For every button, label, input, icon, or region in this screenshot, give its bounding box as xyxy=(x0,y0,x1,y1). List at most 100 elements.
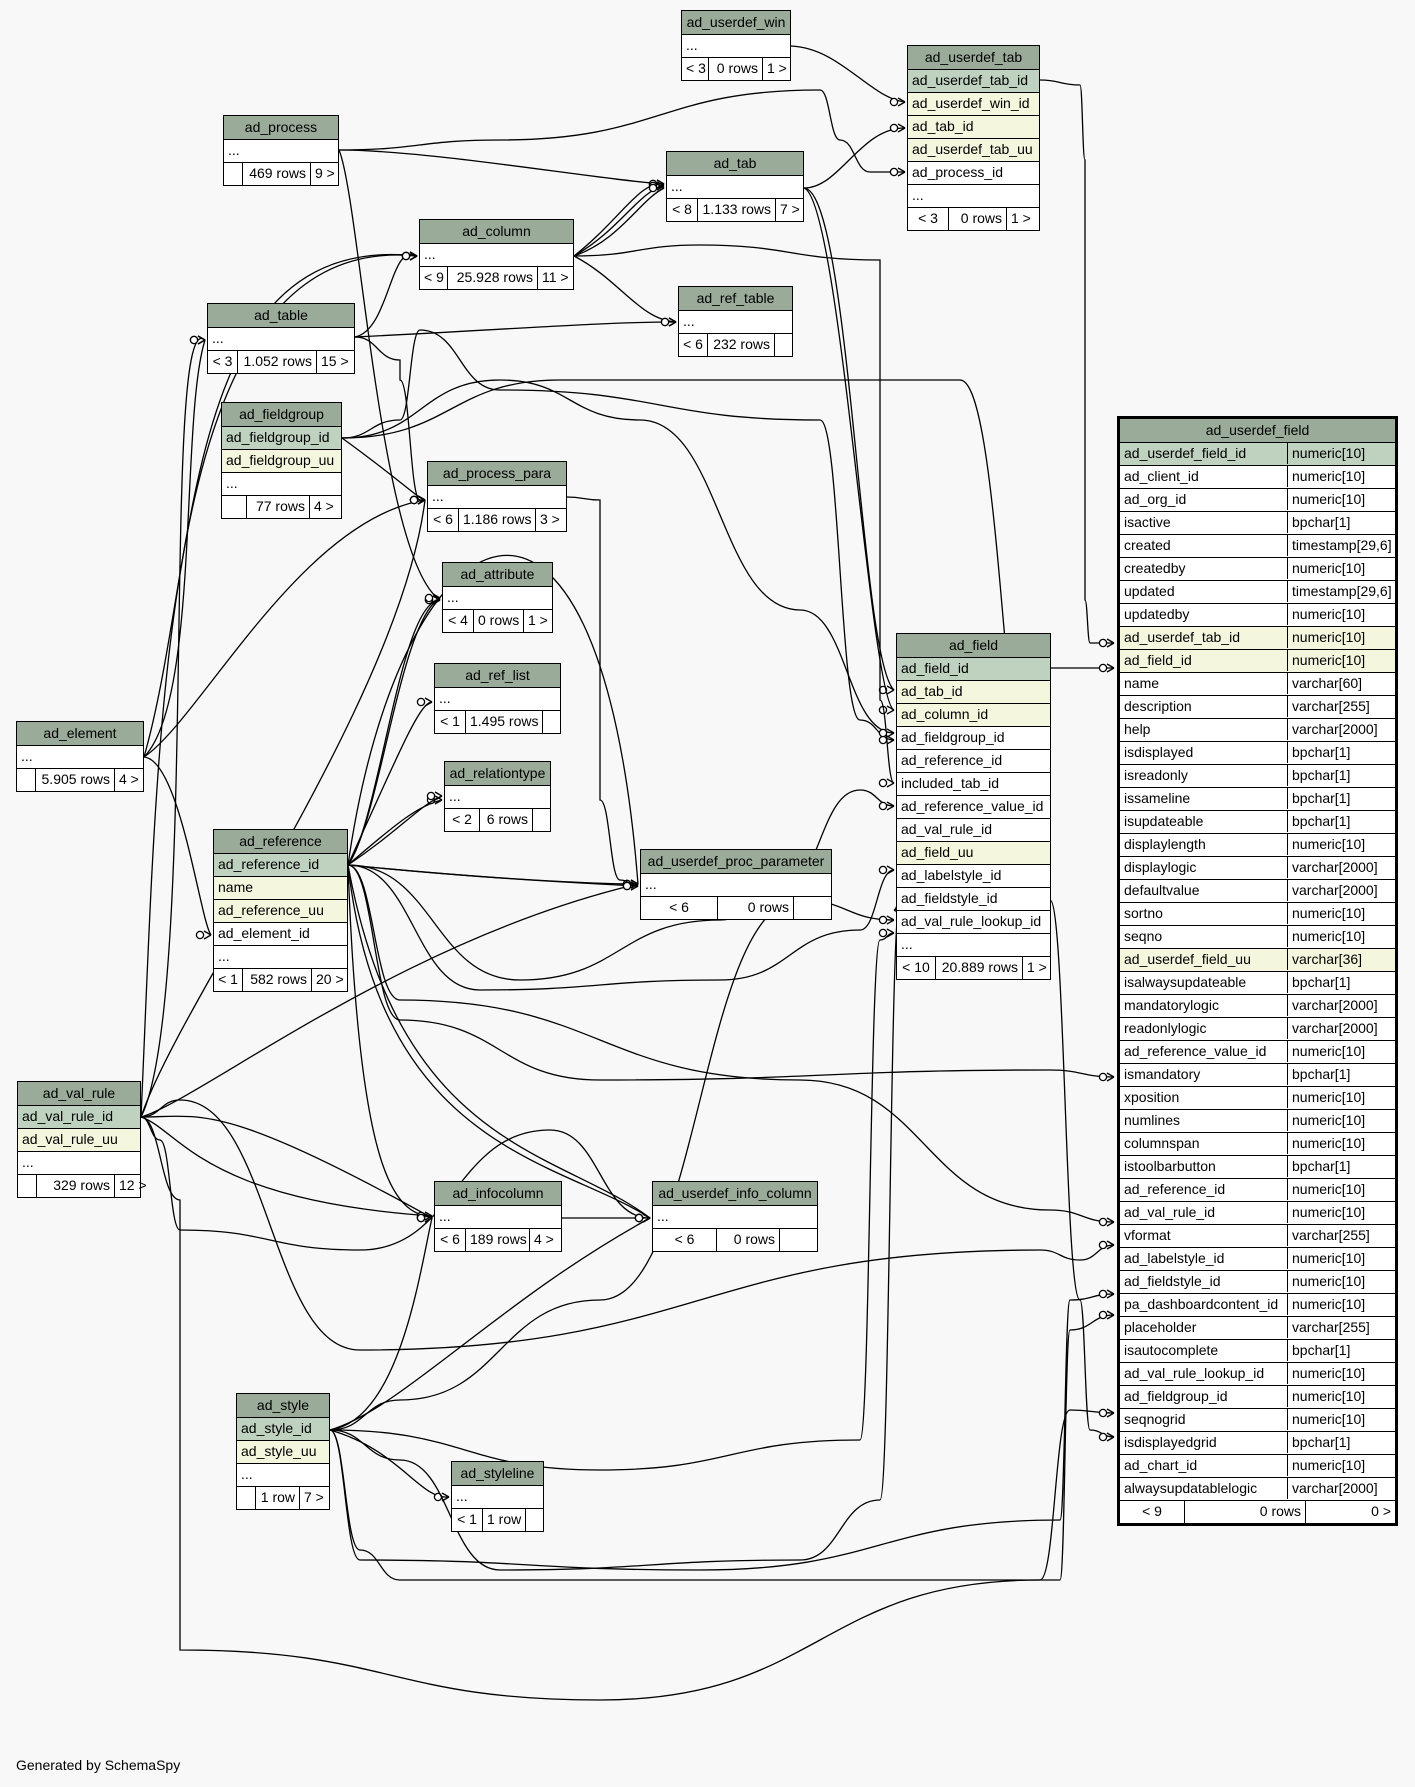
column-row[interactable]: ... xyxy=(435,1205,561,1228)
column-row[interactable]: ad_process_id xyxy=(908,161,1039,184)
children-count[interactable]: 9 > xyxy=(310,163,340,185)
column-row[interactable]: ad_style_uu xyxy=(237,1440,329,1463)
parents-count[interactable]: < 1 xyxy=(218,971,238,987)
column-row[interactable]: ... xyxy=(443,586,552,609)
column-row[interactable]: ad_fieldgroup_uu xyxy=(222,449,341,472)
children-count[interactable]: 1 > xyxy=(523,610,554,632)
column-row[interactable]: ad_val_rule_id xyxy=(897,818,1050,841)
column-row[interactable]: ... xyxy=(445,785,550,808)
column-row[interactable]: ad_field_uu xyxy=(897,841,1050,864)
children-count[interactable]: 3 > xyxy=(535,509,568,531)
column-row[interactable]: ... xyxy=(653,1205,817,1228)
parents-count[interactable]: < 1 xyxy=(440,713,460,729)
column-row[interactable]: ad_reference_uu xyxy=(214,899,347,922)
children-count[interactable]: 1 > xyxy=(762,58,792,80)
column-row[interactable]: ... xyxy=(452,1485,543,1508)
column-row[interactable]: ad_val_rule_id xyxy=(18,1105,140,1128)
column-row[interactable]: included_tab_id xyxy=(897,772,1050,795)
column-row[interactable]: ad_tab_id xyxy=(908,115,1039,138)
column-row[interactable]: ad_userdef_tab_id xyxy=(908,69,1039,92)
parents-count[interactable]: < 6 xyxy=(433,511,453,527)
children-count[interactable]: 4 > xyxy=(114,769,145,791)
column-row[interactable]: ad_element_id xyxy=(214,922,347,945)
column-row[interactable]: ad_reference_id xyxy=(897,749,1050,772)
parents-count[interactable]: < 6 xyxy=(669,899,689,915)
column-row[interactable]: ad_fieldgroup_id xyxy=(222,426,341,449)
children-count[interactable]: 11 > xyxy=(537,267,575,289)
parents-count[interactable]: < 6 xyxy=(440,1231,460,1247)
children-count[interactable] xyxy=(774,334,794,356)
children-count[interactable]: 20 > xyxy=(311,969,349,991)
column-row[interactable]: ... xyxy=(208,327,354,350)
children-count[interactable]: 1 > xyxy=(1022,957,1052,979)
column-row[interactable]: ... xyxy=(214,945,347,968)
column-row[interactable]: ad_userdef_tab_uu xyxy=(908,138,1039,161)
column-row[interactable]: ad_style_id xyxy=(237,1417,329,1440)
children-count[interactable]: 12 > xyxy=(114,1175,147,1197)
column-row[interactable]: ... xyxy=(641,873,831,896)
column-row[interactable]: name xyxy=(214,876,347,899)
parents-count[interactable]: < 3 xyxy=(212,353,233,369)
parents-count[interactable]: < 2 xyxy=(452,811,472,827)
parents-count[interactable] xyxy=(18,1175,36,1197)
column-row[interactable]: ad_fieldstyle_id xyxy=(897,887,1050,910)
parents-count[interactable] xyxy=(237,1487,255,1509)
column-row[interactable]: ad_reference_value_id xyxy=(897,795,1050,818)
column-row[interactable]: ad_val_rule_uu xyxy=(18,1128,140,1151)
children-count[interactable]: 4 > xyxy=(309,496,343,518)
column-row[interactable]: ad_fieldgroup_id xyxy=(897,726,1050,749)
column-row[interactable]: ... xyxy=(237,1463,329,1486)
column-row[interactable]: ... xyxy=(224,139,338,162)
column-row[interactable]: ad_reference_id xyxy=(214,853,347,876)
parents-count[interactable]: < 6 xyxy=(683,336,703,352)
column-row[interactable]: ... xyxy=(17,745,143,768)
parents-count[interactable]: < 3 xyxy=(918,210,938,226)
parents-count[interactable]: < 9 xyxy=(424,269,444,285)
children-count[interactable]: 0 > xyxy=(1305,1501,1395,1523)
parents-count[interactable]: < 6 xyxy=(674,1231,695,1247)
children-count[interactable]: 1 > xyxy=(1006,208,1041,230)
column-row[interactable]: ad_labelstyle_id xyxy=(897,864,1050,887)
column-row[interactable]: ad_field_id xyxy=(897,657,1050,680)
